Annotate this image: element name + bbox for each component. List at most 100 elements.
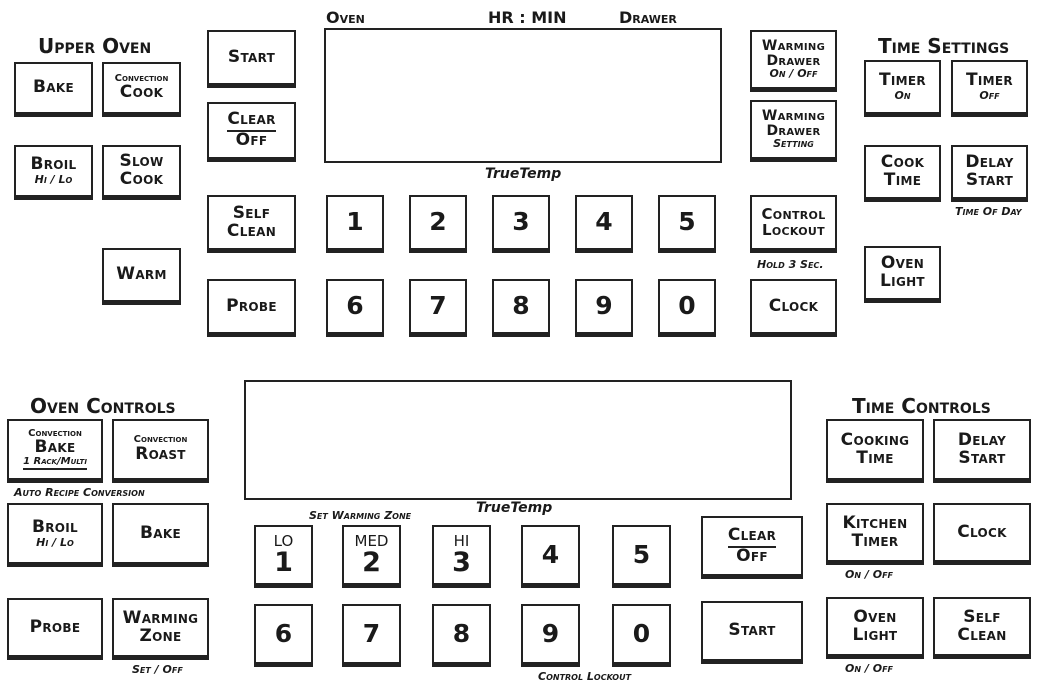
broil-sub-label: Hi / Lo	[34, 173, 73, 187]
oven-light-button-upper[interactable]: Oven Light	[864, 246, 941, 303]
digit-1-button-upper[interactable]: 1	[326, 195, 384, 253]
clear-off-button-upper[interactable]: Clear Off	[207, 102, 296, 162]
off-label: Off	[235, 130, 268, 150]
time-label: Time	[883, 170, 922, 190]
convection-small-label: Convection	[28, 427, 82, 439]
probe-label: Probe	[226, 295, 277, 316]
digit-2-label: 2	[362, 547, 381, 578]
convection-bake-button[interactable]: Convection Bake 1 Rack/Multi	[7, 419, 103, 483]
cooking-label: Cooking	[840, 429, 910, 450]
delay-label: Delay	[965, 152, 1014, 173]
hi-label: HI	[453, 532, 470, 550]
digit-9-button-upper[interactable]: 9	[575, 279, 633, 337]
delay-start-button-upper[interactable]: Delay Start	[951, 145, 1028, 202]
digit-0-button-lower[interactable]: 0	[612, 604, 671, 667]
cook-label: Cook	[119, 169, 164, 189]
warming-label: Warming	[761, 38, 826, 55]
digit-4-button-lower[interactable]: 4	[521, 525, 580, 588]
digit-5-button-upper[interactable]: 5	[658, 195, 716, 253]
clock-label: Clock	[957, 521, 1007, 542]
digit-3-hi-button[interactable]: HI 3	[432, 525, 491, 588]
digit-9-button-lower[interactable]: 9	[521, 604, 580, 667]
broil-label: Broil	[31, 516, 78, 537]
digit-8-button-lower[interactable]: 8	[432, 604, 491, 667]
oven-light-button-lower[interactable]: Oven Light	[826, 597, 924, 659]
setting-sub-label: Setting	[773, 137, 814, 151]
cook-time-button[interactable]: Cook Time	[864, 145, 941, 202]
convection-small-label: Convection	[133, 434, 188, 446]
convection-cook-button[interactable]: Convection Cook	[102, 62, 181, 117]
warming-label: Warming	[761, 108, 826, 125]
digit-1-lo-button[interactable]: LO 1	[254, 525, 313, 588]
broil-button[interactable]: Broil Hi / Lo	[14, 145, 93, 200]
time-label: Time	[856, 447, 894, 468]
roast-label: Roast	[135, 443, 186, 464]
warm-button[interactable]: Warm	[102, 248, 181, 305]
timer-off-button[interactable]: Timer Off	[951, 60, 1028, 117]
slow-cook-button[interactable]: Slow Cook	[102, 145, 181, 200]
start-label: Start	[728, 620, 776, 641]
probe-button-lower[interactable]: Probe	[7, 598, 103, 660]
convection-roast-button[interactable]: Convection Roast	[112, 419, 209, 483]
clean-label: Clean	[957, 624, 1007, 645]
bake-button[interactable]: Bake	[14, 62, 93, 117]
auto-recipe-caption: Auto Recipe Conversion	[14, 486, 145, 499]
warm-label: Warm	[116, 264, 167, 285]
clean-label: Clean	[226, 220, 277, 241]
start-label: Start	[227, 46, 276, 67]
start-label: Start	[965, 170, 1014, 190]
hold-3-sec-caption: Hold 3 Sec.	[757, 258, 824, 271]
digit-2-button-upper[interactable]: 2	[409, 195, 467, 253]
clock-button-lower[interactable]: Clock	[933, 503, 1031, 565]
timer-label: Timer	[879, 70, 926, 91]
broil-label: Broil	[30, 154, 77, 175]
digit-2-med-button[interactable]: MED 2	[342, 525, 401, 588]
display-hrmin-label: HR : MIN	[488, 8, 567, 27]
lo-label: LO	[273, 532, 294, 550]
probe-label: Probe	[29, 616, 81, 637]
digit-7-button-lower[interactable]: 7	[342, 604, 401, 667]
digit-0-button-upper[interactable]: 0	[658, 279, 716, 337]
digit-6-button-upper[interactable]: 6	[326, 279, 384, 337]
self-label: Self	[232, 202, 271, 223]
kitchen-label: Kitchen	[842, 512, 908, 533]
timer-label: Timer	[851, 530, 899, 551]
control-lockout-button-upper[interactable]: Control Lockout	[750, 195, 837, 253]
clock-button-upper[interactable]: Clock	[750, 279, 837, 337]
display-oven-label: Oven	[326, 8, 365, 27]
broil-button-lower[interactable]: Broil Hi / Lo	[7, 503, 103, 567]
clear-off-button-lower[interactable]: Clear Off	[701, 516, 803, 579]
bake-button-lower[interactable]: Bake	[112, 503, 209, 567]
upper-truetemp-label: TrueTemp	[485, 166, 562, 182]
delay-start-button-lower[interactable]: Delay Start	[933, 419, 1031, 483]
self-label: Self	[963, 606, 1001, 627]
start-button-lower[interactable]: Start	[701, 601, 803, 664]
warming-zone-button[interactable]: Warming Zone	[112, 598, 209, 660]
control-label: Control	[761, 204, 826, 223]
cook-label: Cook	[880, 152, 925, 173]
start-button-upper[interactable]: Start	[207, 30, 296, 88]
convection-cook-label: Cook	[119, 82, 164, 103]
digit-3-label: 3	[452, 547, 471, 578]
probe-button-upper[interactable]: Probe	[207, 279, 296, 337]
digit-7-button-upper[interactable]: 7	[409, 279, 467, 337]
digit-5-button-lower[interactable]: 5	[612, 525, 671, 588]
digit-8-button-upper[interactable]: 8	[492, 279, 550, 337]
self-clean-button-lower[interactable]: Self Clean	[933, 597, 1031, 659]
timer-on-button[interactable]: Timer On	[864, 60, 941, 117]
bake-label: Bake	[34, 437, 76, 458]
kitchen-timer-button[interactable]: Kitchen Timer	[826, 503, 924, 565]
digit-6-button-lower[interactable]: 6	[254, 604, 313, 667]
self-clean-button-upper[interactable]: Self Clean	[207, 195, 296, 253]
warming-drawer-onoff-button[interactable]: Warming Drawer On / Off	[750, 30, 837, 92]
digit-4-button-upper[interactable]: 4	[575, 195, 633, 253]
upper-display-screen	[324, 28, 722, 163]
warming-drawer-setting-button[interactable]: Warming Drawer Setting	[750, 100, 837, 162]
digit-3-button-upper[interactable]: 3	[492, 195, 550, 253]
clear-label: Clear	[227, 110, 276, 132]
time-settings-heading: Time Settings	[878, 34, 1010, 58]
slow-label: Slow	[119, 151, 164, 172]
cooking-time-button[interactable]: Cooking Time	[826, 419, 924, 483]
set-off-caption: Set / Off	[132, 663, 183, 676]
convection-small-label: Convection	[114, 72, 169, 84]
